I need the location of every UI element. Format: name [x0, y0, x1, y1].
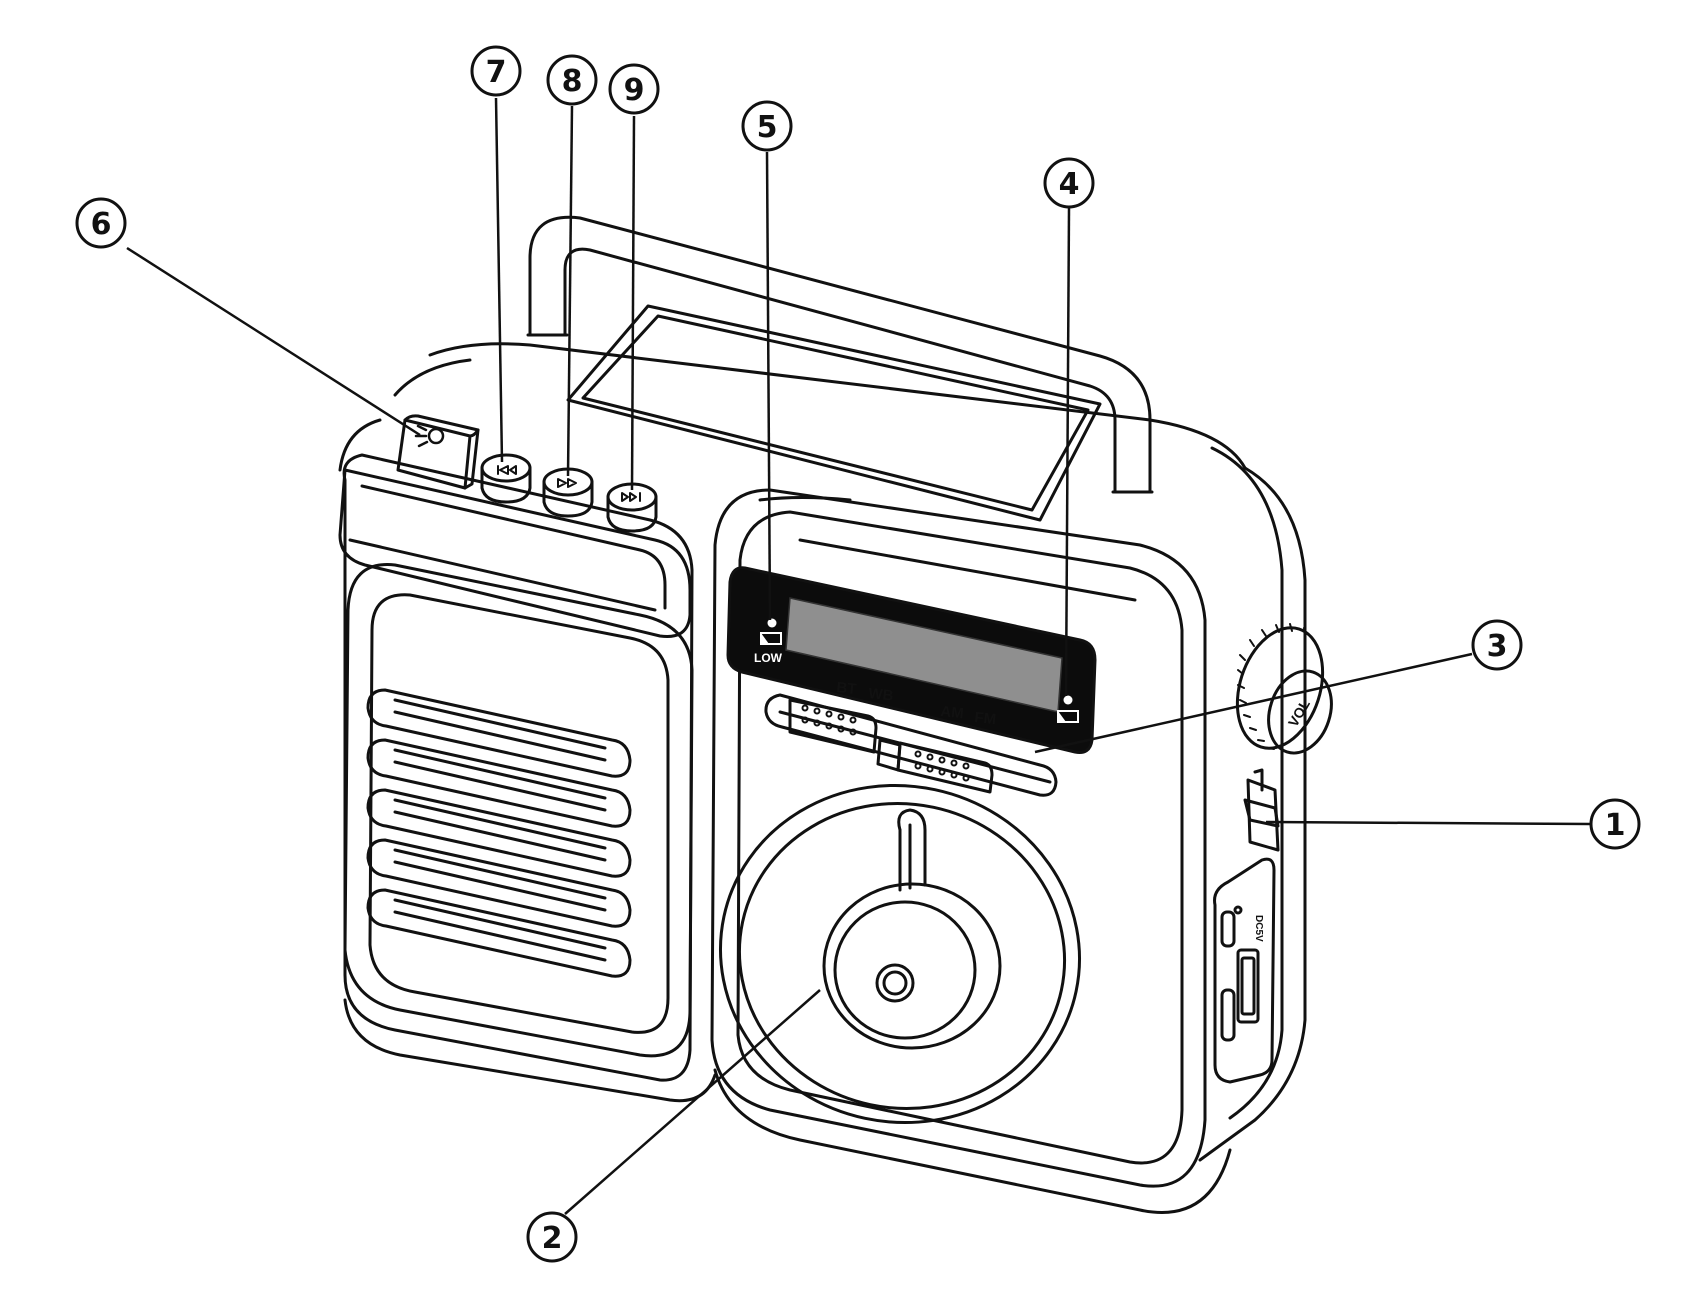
callout-5: 5	[741, 100, 793, 152]
port-indicator-dot	[1233, 905, 1243, 915]
mode-selector-switch[interactable]	[764, 693, 1058, 797]
callout-1: 1	[1589, 798, 1641, 850]
leader-lines	[126, 97, 1591, 1215]
leader-line-9	[630, 115, 636, 491]
next-icon	[621, 492, 641, 502]
solar-panel	[566, 304, 1102, 522]
bt-label: BT	[836, 679, 858, 698]
speaker-grille	[366, 688, 632, 978]
side-slider-switch[interactable]	[1243, 768, 1280, 852]
callout-9-number: 9	[624, 73, 645, 108]
callout-9: 9	[608, 63, 660, 115]
battery-low-icon	[760, 632, 782, 645]
callout-2: 2	[526, 1211, 578, 1263]
callout-4-number: 4	[1059, 167, 1080, 202]
leader-line-1	[1265, 820, 1591, 826]
callout-1-number: 1	[1605, 808, 1626, 843]
callout-8-number: 8	[562, 64, 583, 99]
play-pause-icon	[557, 478, 577, 488]
flashlight-icon	[414, 424, 445, 448]
am-label: AM	[940, 703, 965, 722]
callout-2-circle	[526, 1211, 578, 1263]
callout-4: 4	[1043, 157, 1095, 209]
callout-7: 7	[470, 45, 522, 97]
callout-2-number: 2	[542, 1221, 563, 1256]
callout-1-circle	[1589, 798, 1641, 850]
low-battery-indicator-light	[767, 618, 777, 628]
callout-5-circle	[741, 100, 793, 152]
micro-usb-port	[1220, 910, 1236, 948]
callout-9-circle	[608, 63, 660, 115]
leader-line-7	[494, 97, 504, 463]
carry-handle	[526, 215, 1154, 494]
hand-crank[interactable]	[689, 752, 1111, 1156]
callout-4-circle	[1043, 157, 1095, 209]
callout-8: 8	[546, 54, 598, 106]
previous-button[interactable]	[480, 453, 532, 504]
top-control-bar	[338, 468, 692, 639]
tf-card-slot	[1220, 988, 1236, 1042]
leader-line-6	[126, 246, 421, 437]
leader-line-3	[1034, 652, 1473, 754]
leader-line-8	[566, 105, 574, 477]
leader-line-2	[564, 989, 821, 1215]
switch-grip-dots	[801, 704, 970, 782]
next-button[interactable]	[606, 482, 658, 533]
vol-label: VOL	[1285, 696, 1313, 729]
low-label: LOW	[754, 651, 783, 665]
callout-8-circle	[546, 54, 598, 106]
callout-6-number: 6	[91, 207, 112, 242]
flashlight-button[interactable]	[396, 414, 480, 490]
callout-3-circle	[1471, 619, 1523, 671]
radio-body	[338, 342, 1307, 1214]
callout-6-circle	[75, 197, 127, 249]
callout-3: 3	[1471, 619, 1523, 671]
charging-indicator-light	[1063, 695, 1073, 705]
callout-7-number: 7	[486, 55, 507, 90]
callout-5-number: 5	[757, 110, 778, 145]
battery-charge-icon	[1057, 710, 1079, 723]
play-pause-button[interactable]	[542, 467, 594, 518]
left-speaker-module	[343, 563, 694, 1058]
callout-6: 6	[75, 197, 127, 249]
fm-label: FM	[974, 709, 997, 728]
usb-label: DC5V	[1253, 915, 1264, 942]
leader-line-4	[1064, 207, 1071, 697]
previous-icon	[497, 465, 517, 475]
usb-port	[1236, 948, 1260, 1024]
side-port-panel	[1213, 857, 1276, 1084]
callout-3-number: 3	[1487, 629, 1508, 664]
display-panel: LOW	[726, 566, 1097, 754]
leader-line-5	[765, 151, 772, 621]
wb-label: WB	[868, 685, 895, 705]
callout-7-circle	[470, 45, 522, 97]
volume-knob[interactable]	[1223, 617, 1342, 762]
